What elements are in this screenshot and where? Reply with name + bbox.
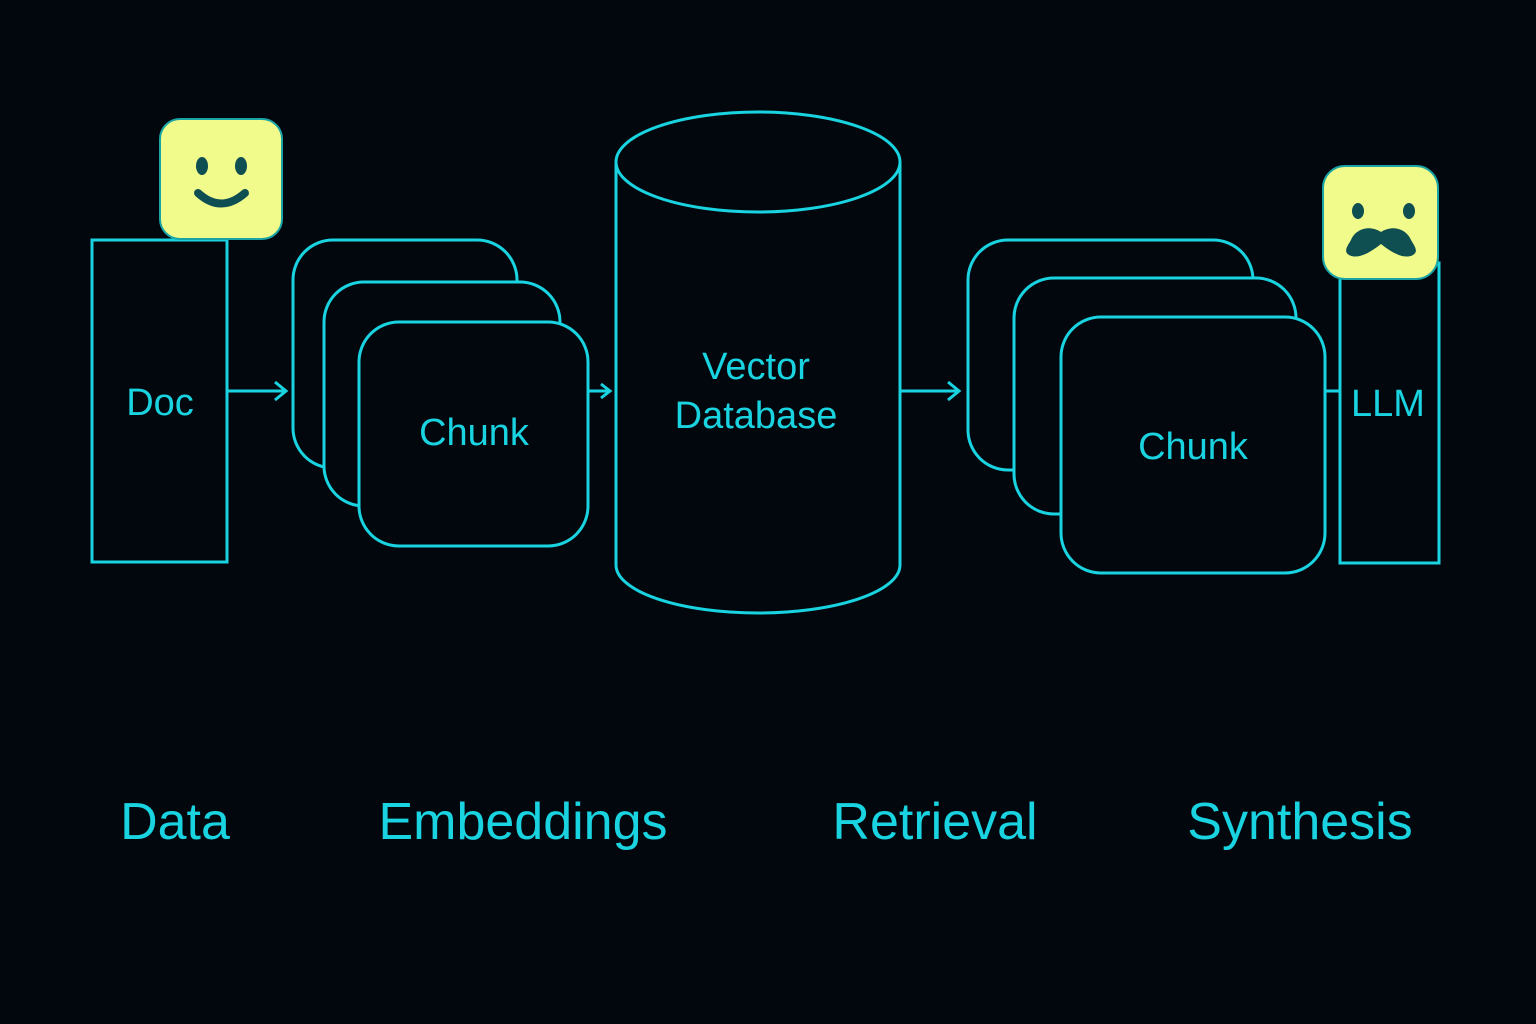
llm-node: LLM [1338,261,1441,565]
stage-label-embeddings: Embeddings [378,793,667,851]
smiley-face-icon [159,118,283,240]
vector-db-label-line2: Database [675,395,838,437]
arrow-right-icon [588,382,613,400]
mustache-face-icon [1322,165,1439,280]
stage-label-data: Data [120,793,230,851]
chunk-stack-left: Chunk [291,238,590,548]
stage-label-synthesis: Synthesis [1187,793,1412,851]
doc-node: Doc [90,238,229,564]
stage-label-retrieval: Retrieval [832,793,1037,851]
database-cylinder-icon: Vector Database [614,110,902,615]
doc-label: Doc [126,382,194,424]
arrow-right-icon [227,380,289,402]
chunk-stack-right: Chunk [966,238,1327,575]
vector-db-label-line1: Vector [702,346,810,388]
arrow-right-icon [900,380,962,402]
chunk-right-label: Chunk [1138,426,1249,468]
chunk-left-label: Chunk [419,412,530,454]
llm-label: LLM [1351,383,1425,425]
